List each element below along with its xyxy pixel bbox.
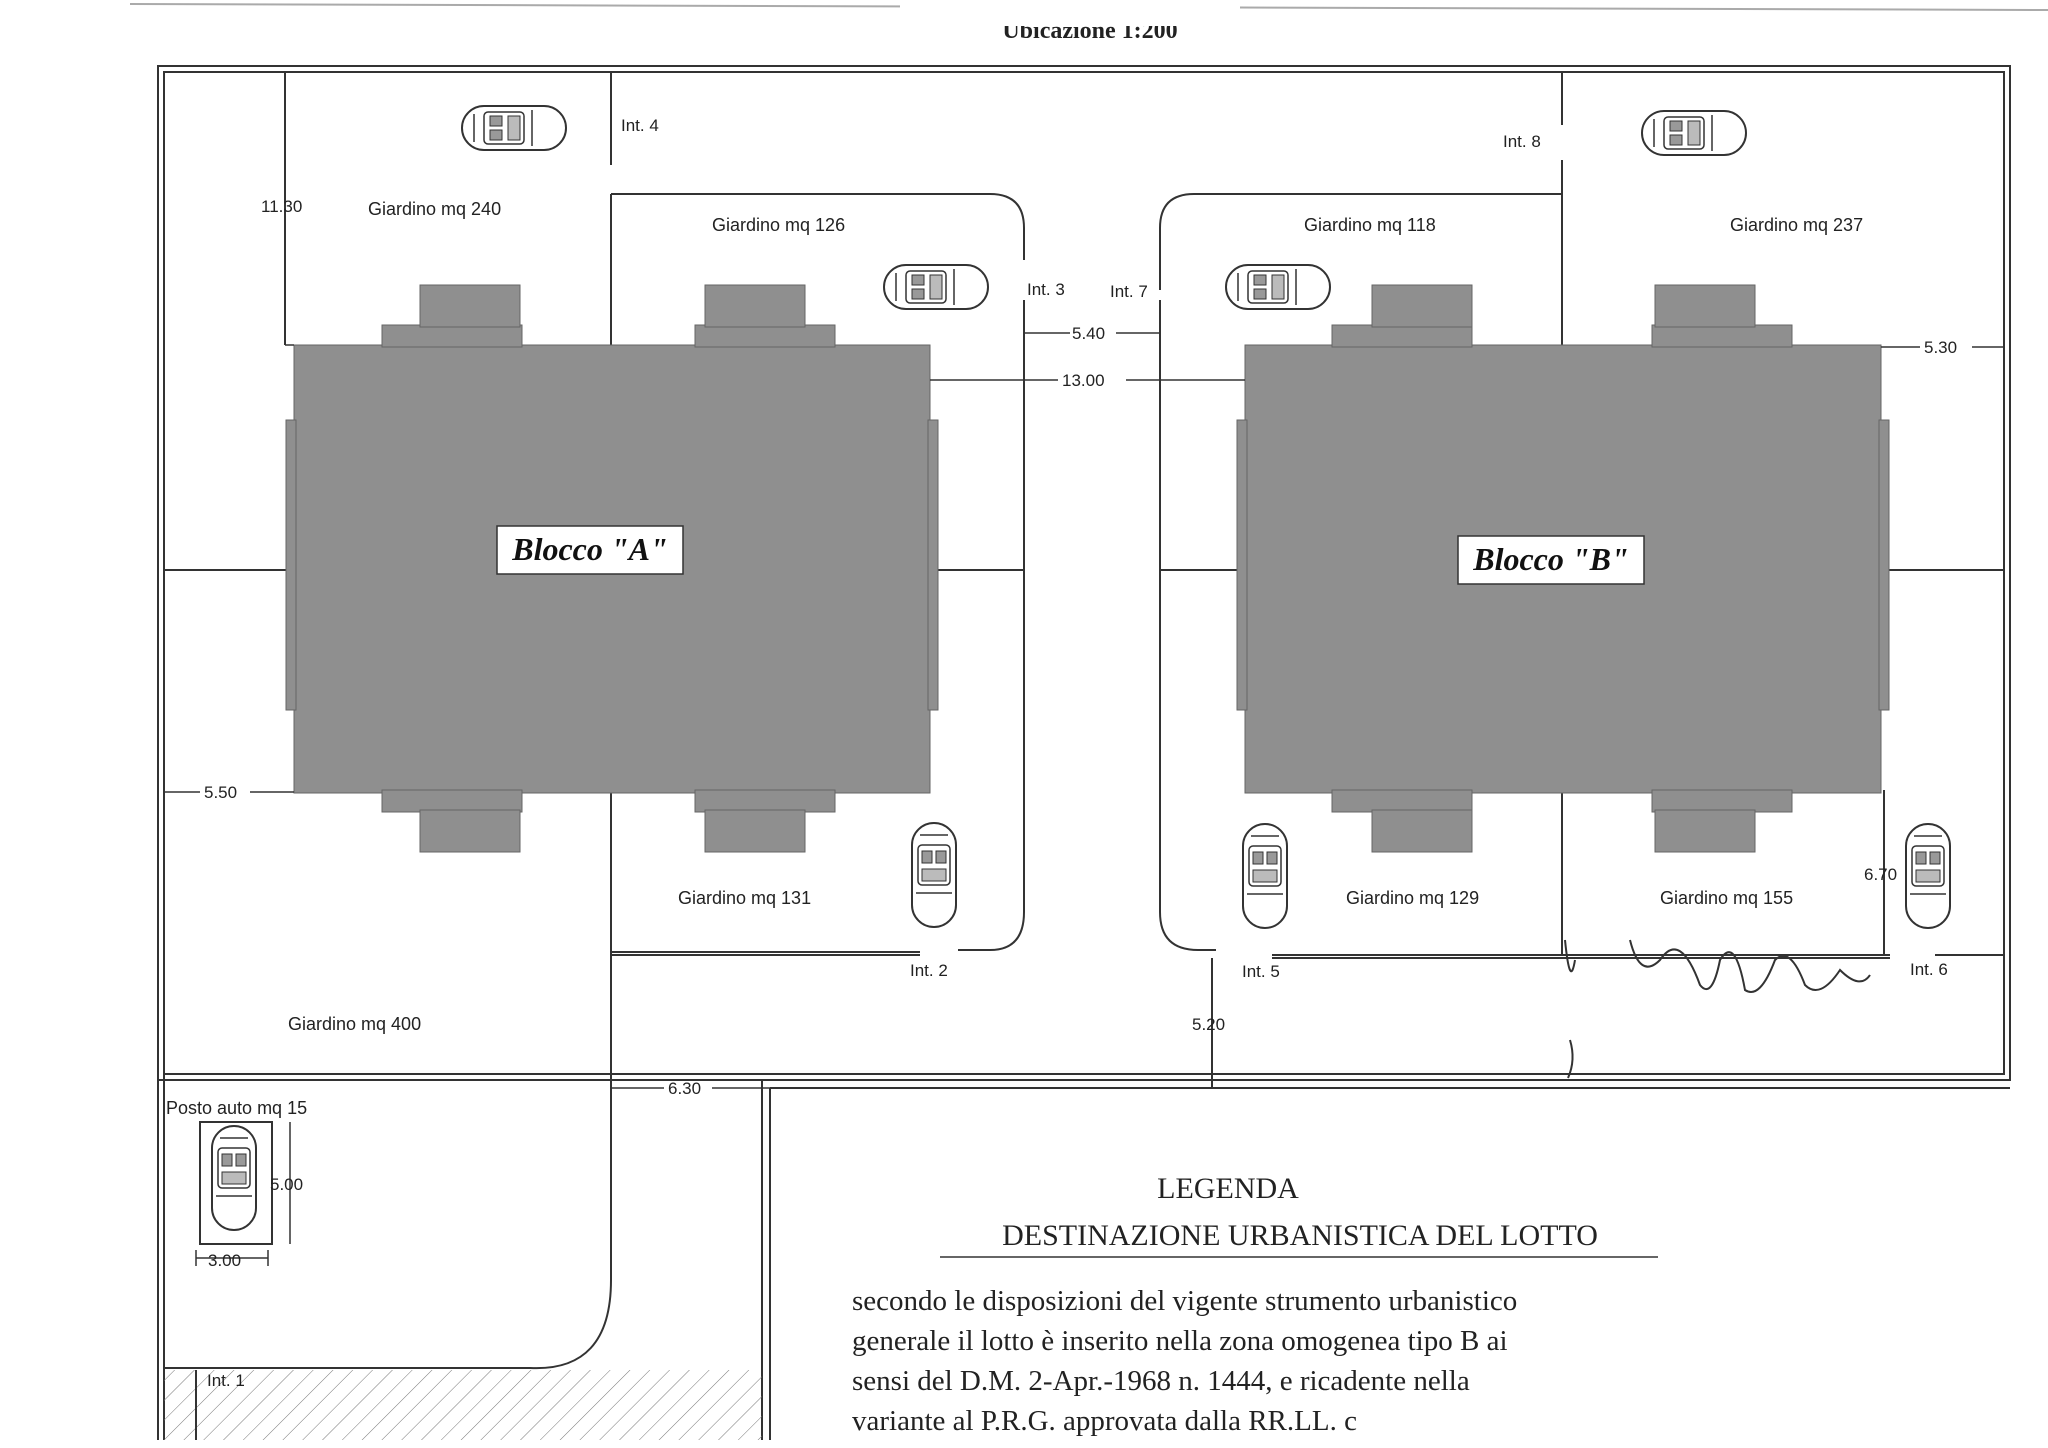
car-icon <box>1641 110 1747 156</box>
dim-13-00: 13.00 <box>1062 371 1105 390</box>
car-icon <box>461 105 567 151</box>
legend-line-2: generale il lotto è inserito nella zona … <box>852 1325 1508 1357</box>
block-b-label-box <box>1457 535 1645 585</box>
dim-5-40: 5.40 <box>1072 324 1105 343</box>
car-icon <box>1905 823 1951 929</box>
hatched-area <box>164 1370 762 1440</box>
int-2-label: Int. 2 <box>910 961 948 980</box>
int-7-label: Int. 7 <box>1110 282 1148 301</box>
dim-11-30: 11.30 <box>261 197 302 216</box>
int-5-label: Int. 5 <box>1242 962 1280 981</box>
legend-heading: LEGENDA <box>1157 1172 1299 1205</box>
garden-155-label: Giardino mq 155 <box>1660 888 1793 908</box>
int-6-label: Int. 6 <box>1910 960 1948 979</box>
dim-5-20: 5.20 <box>1192 1015 1225 1034</box>
dim-5-50: 5.50 <box>204 783 237 802</box>
int-4-label: Int. 4 <box>621 116 659 135</box>
garden-129-label: Giardino mq 129 <box>1346 888 1479 908</box>
parking-label: Posto auto mq 15 <box>166 1098 307 1118</box>
parking-width-label: 3.00 <box>208 1251 241 1270</box>
signature-mark <box>1564 939 1871 993</box>
garden-237-label: Giardino mq 237 <box>1730 215 1863 235</box>
legend-subheading: DESTINAZIONE URBANISTICA DEL LOTTO <box>1002 1219 1598 1252</box>
partition-lines <box>164 72 2004 1370</box>
garden-126-label: Giardino mq 126 <box>712 215 845 235</box>
dimension-lines <box>164 332 2004 1089</box>
car-icon <box>911 822 957 928</box>
car-icon <box>883 264 989 310</box>
garden-131-label: Giardino mq 131 <box>678 888 811 908</box>
car-icon <box>1242 823 1288 929</box>
parking-space <box>199 1121 273 1245</box>
garden-240-label: Giardino mq 240 <box>368 199 501 219</box>
legend-line-4: variante al P.R.G. approvata dalla RR.LL… <box>852 1405 1357 1437</box>
int-8-label: Int. 8 <box>1503 132 1541 151</box>
int-1-label: Int. 1 <box>207 1371 245 1390</box>
dim-6-70: 6.70 <box>1864 865 1897 884</box>
int-3-label: Int. 3 <box>1027 280 1065 299</box>
lot-boundary <box>157 65 2011 1440</box>
garden-118-label: Giardino mq 118 <box>1304 215 1436 235</box>
block-a-label: Blocco "A" <box>511 531 668 567</box>
block-a-label-box <box>496 525 684 575</box>
block-b-label: Blocco "B" <box>1472 541 1629 577</box>
legend-line-3: sensi del D.M. 2-Apr.-1968 n. 1444, e ri… <box>852 1365 1470 1397</box>
car-icon <box>1225 264 1331 310</box>
dim-6-30: 6.30 <box>668 1079 701 1098</box>
parking-depth-label: 5.00 <box>270 1175 303 1194</box>
dim-5-30: 5.30 <box>1924 338 1957 357</box>
car-icon <box>211 1125 257 1231</box>
garden-400-label: Giardino mq 400 <box>288 1014 421 1034</box>
legend-line-1: secondo le disposizioni del vigente stru… <box>852 1285 1517 1317</box>
